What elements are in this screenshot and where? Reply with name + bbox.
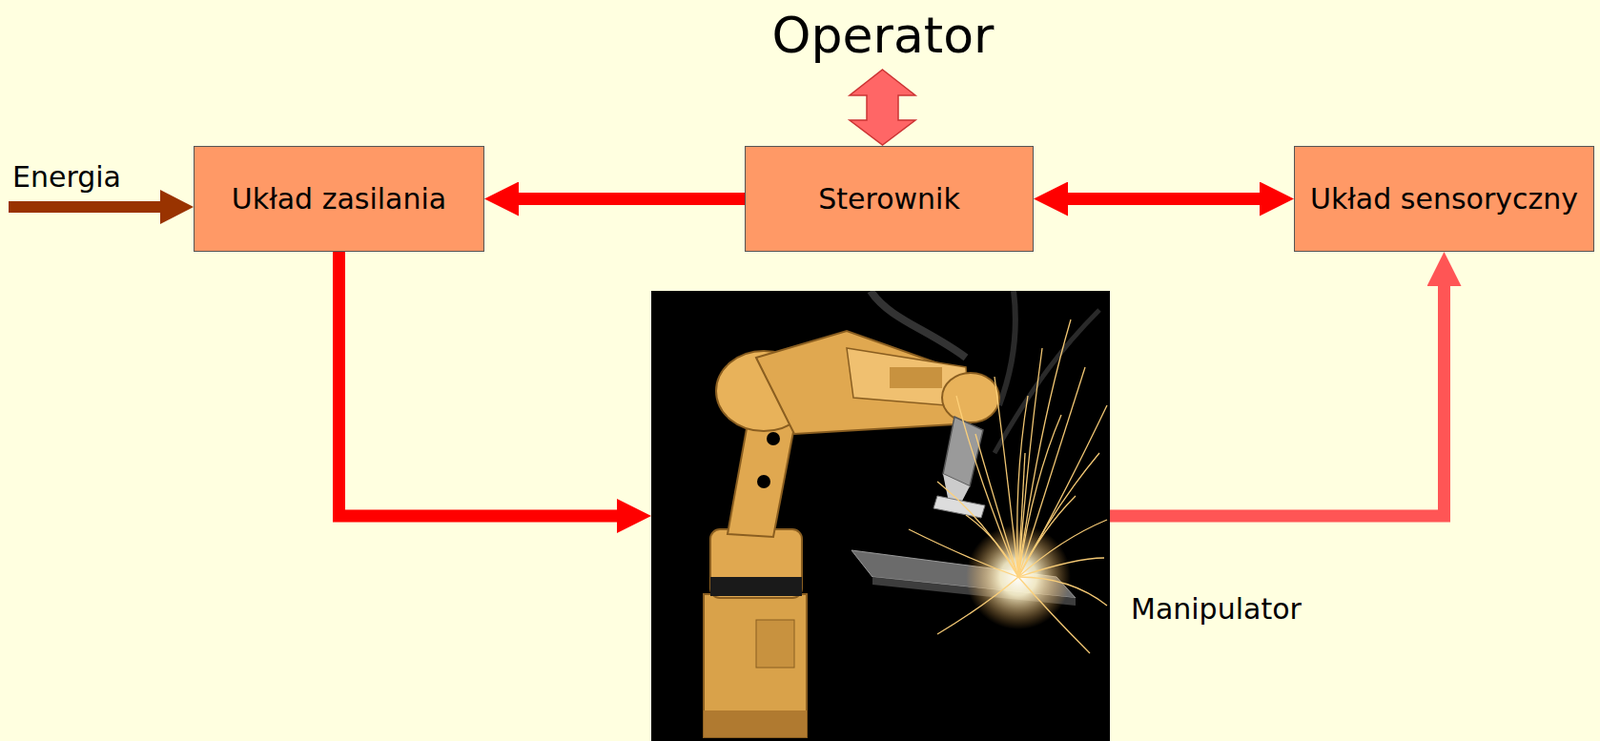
box-label: Układ sensoryczny — [1310, 182, 1579, 217]
process-box: Sterownik — [744, 145, 1034, 252]
part-name: Manipulator — [1130, 592, 1302, 627]
operator-arrow — [849, 69, 916, 145]
process-box: Układ zasilania — [193, 145, 485, 252]
manipulator-node: Manipulator — [651, 290, 1110, 741]
connector-arrow — [339, 251, 620, 516]
operator-label: Operator — [772, 5, 995, 65]
connector-arrow — [516, 192, 745, 206]
energy-label: Energia — [12, 160, 122, 195]
box-label: Układ zasilania — [231, 182, 447, 217]
process-box: Układ sensoryczny — [1293, 145, 1595, 252]
energy-arrowhead — [160, 189, 194, 225]
robot-photo — [651, 290, 1110, 741]
connector-arrow — [1109, 284, 1445, 516]
connector-arrow — [1066, 192, 1262, 206]
energy-arrow — [8, 201, 165, 213]
box-label: Sterownik — [818, 182, 961, 217]
